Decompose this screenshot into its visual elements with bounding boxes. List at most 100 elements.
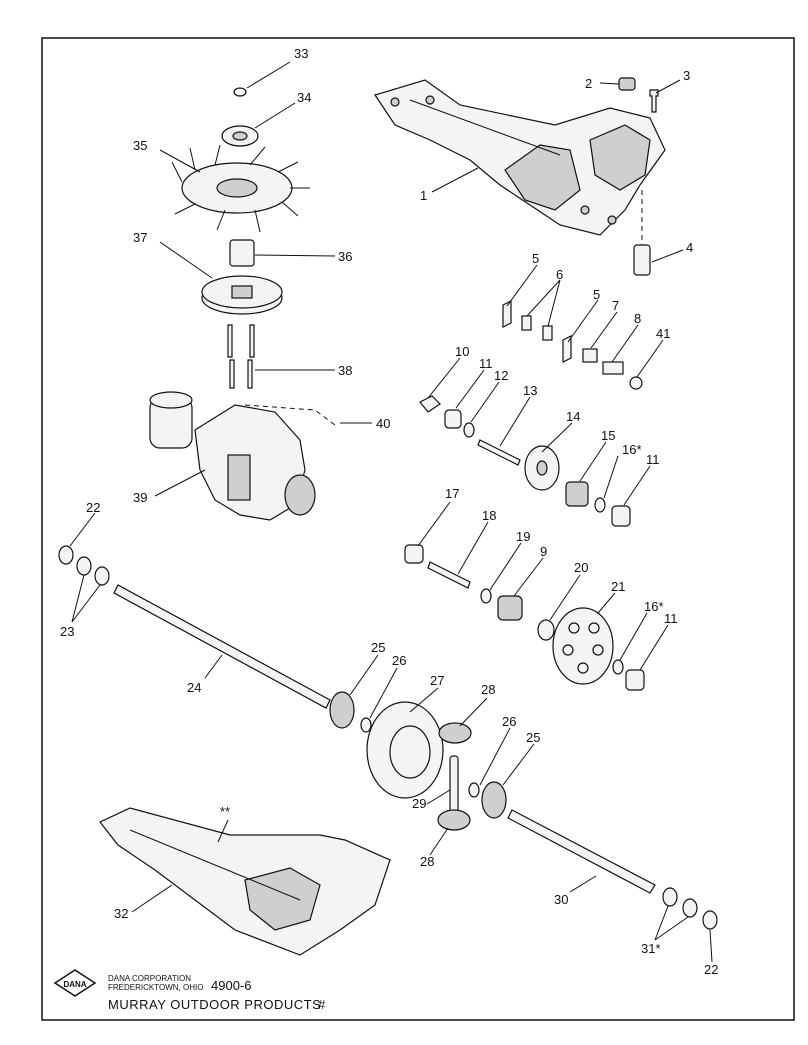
part-17-bearing (404, 544, 424, 564)
callout-4: 4 (686, 240, 693, 255)
callout-26b: 26 (502, 714, 516, 729)
callout-18: 18 (482, 508, 496, 523)
company-line-2: FREDERICKTOWN, OHIO (108, 983, 203, 992)
part-37-pulley (201, 275, 283, 315)
part-6-keys (521, 315, 553, 341)
part-38-bolts (227, 324, 255, 389)
callout-35: 35 (133, 138, 147, 153)
callout-17: 17 (445, 486, 459, 501)
part-12-washer (463, 422, 475, 438)
callout-6: 6 (556, 267, 563, 282)
callout-28a: 28 (481, 682, 495, 697)
callout-15: 15 (601, 428, 615, 443)
callout-25b: 25 (526, 730, 540, 745)
callout-5b: 5 (593, 287, 600, 302)
callout-11b: 11 (646, 452, 660, 467)
part-14-brake-disc (524, 445, 560, 491)
callout-1: 1 (420, 188, 427, 203)
callout-10: 10 (455, 344, 469, 359)
part-20-spacer (537, 619, 555, 641)
callout-8: 8 (634, 311, 641, 326)
part-16-washer-b (612, 659, 624, 675)
part-31-washers (662, 887, 698, 918)
dana-logo: DANA (53, 969, 97, 997)
callout-12: 12 (494, 368, 508, 383)
callout-41: 41 (656, 326, 670, 341)
part-39-pump-assembly (149, 391, 336, 521)
callout-40: 40 (376, 416, 390, 431)
callout-24: 24 (187, 680, 201, 695)
callout-7: 7 (612, 298, 619, 313)
callout-27: 27 (430, 673, 444, 688)
part-18-shaft (427, 561, 471, 589)
part-11-bearing-c (625, 669, 645, 691)
part-10-bracket (419, 395, 441, 413)
company-line-1: DANA CORPORATION (108, 974, 191, 983)
part-36-hub (229, 239, 255, 267)
part-29-cross-pin (449, 755, 459, 813)
callout-32: 32 (114, 906, 128, 921)
part-27-ring-gear (366, 701, 444, 799)
callout-22a: 22 (86, 500, 100, 515)
part-11-bearing-a (444, 409, 462, 429)
dana-logo-text: DANA (63, 980, 86, 989)
callout-14: 14 (566, 409, 580, 424)
part-1-upper-housing (374, 79, 666, 236)
callout-16a: 16* (622, 442, 642, 457)
part-8-bolt (602, 361, 624, 375)
callout-5a: 5 (532, 251, 539, 266)
page-border (41, 37, 795, 1021)
part-16-washer-a (594, 497, 606, 513)
part-13-shaft (477, 439, 521, 466)
part-9-gear (497, 595, 523, 621)
hash-mark: # (318, 997, 326, 1012)
callout-19: 19 (516, 529, 530, 544)
part-21-large-gear (552, 607, 614, 685)
part-41-ring (629, 376, 643, 390)
part-35-cooling-fan (171, 144, 310, 233)
callout-38: 38 (338, 363, 352, 378)
callout-11c: 11 (664, 611, 678, 626)
callout-star: ** (220, 804, 230, 819)
part-33-retaining-ring (233, 87, 247, 97)
part-3-screw (649, 89, 659, 113)
callout-28b: 28 (420, 854, 434, 869)
part-25-bevel-gear-a (329, 691, 355, 729)
callout-3: 3 (683, 68, 690, 83)
callout-16b: 16* (644, 599, 664, 614)
callout-labels: 33 34 35 37 36 38 40 39 1 2 3 4 5 6 5 7 … (60, 46, 718, 977)
part-32-lower-housing (99, 807, 391, 956)
diagram-number: 4900-6 (211, 978, 251, 993)
part-28-spider-gear-top (438, 722, 472, 744)
part-26-washer-a (360, 717, 372, 733)
part-25-bevel-gear-b (481, 781, 507, 819)
part-26-washer-b (468, 782, 480, 798)
callout-2: 2 (585, 76, 592, 91)
callout-11a: 11 (479, 356, 493, 371)
callout-36: 36 (338, 249, 352, 264)
callout-22b: 22 (704, 962, 718, 977)
part-22-washer-a (58, 545, 74, 565)
part-11-bearing-b (611, 505, 631, 527)
callout-33: 33 (294, 46, 308, 61)
part-19-washer (480, 588, 492, 604)
brand-name: MURRAY OUTDOOR PRODUCTS (108, 997, 321, 1012)
callout-34: 34 (297, 90, 311, 105)
part-24-axle-left (113, 584, 331, 709)
callout-37: 37 (133, 230, 147, 245)
part-22-washer-b (702, 910, 718, 930)
part-15-pinion (565, 481, 589, 507)
part-4-dowel (633, 190, 651, 276)
callout-13: 13 (523, 383, 537, 398)
callout-29: 29 (412, 796, 426, 811)
part-23-washers (76, 556, 110, 586)
callout-23: 23 (60, 624, 74, 639)
callout-25a: 25 (371, 640, 385, 655)
part-2-plug (618, 77, 636, 91)
part-7-nut (582, 348, 598, 363)
callout-21: 21 (611, 579, 625, 594)
part-28-spider-gear-bottom (437, 809, 471, 831)
callout-20: 20 (574, 560, 588, 575)
callout-9: 9 (540, 544, 547, 559)
leader-lines (69, 61, 713, 963)
